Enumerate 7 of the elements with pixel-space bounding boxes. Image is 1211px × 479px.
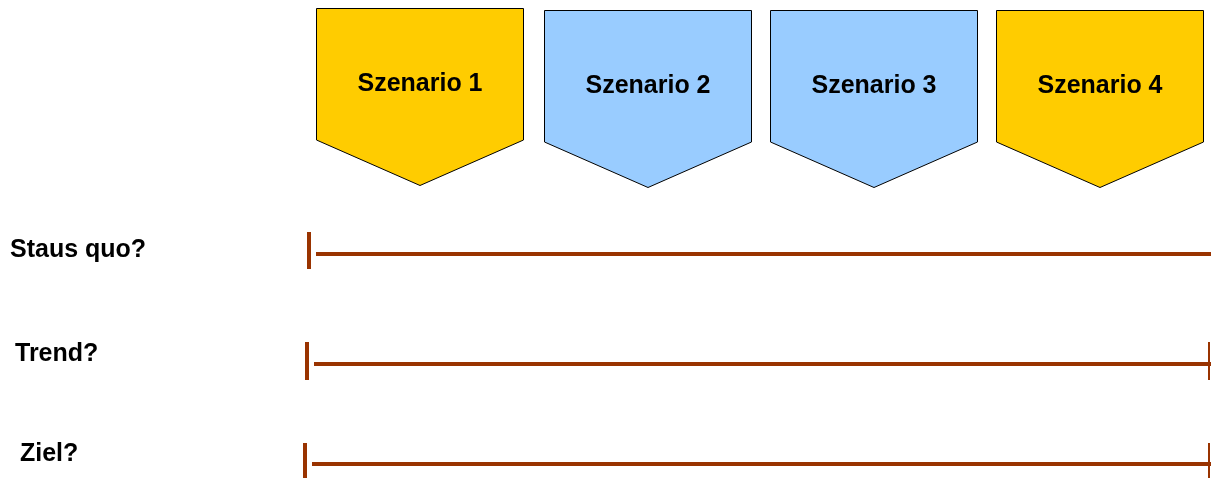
scenario-title: Szenario 3 [811,70,937,99]
scenario-title: Szenario 4 [1037,70,1163,99]
row-label: Trend? [15,338,99,367]
row-label: Staus quo? [10,234,147,263]
scenario-title: Szenario 2 [585,70,711,99]
row-label: Ziel? [20,438,79,467]
scenario-title: Szenario 1 [357,68,483,97]
